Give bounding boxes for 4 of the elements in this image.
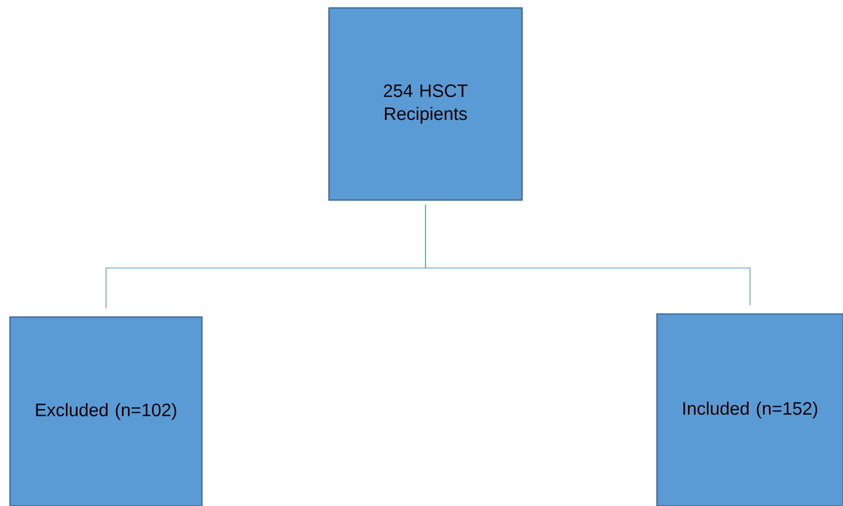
process-box: Included (n=152) [656, 313, 843, 506]
process-box: Excluded (n=102) [9, 316, 203, 506]
process-box: 254 HSCT Recipients [328, 7, 523, 201]
connector-line [425, 204, 750, 306]
